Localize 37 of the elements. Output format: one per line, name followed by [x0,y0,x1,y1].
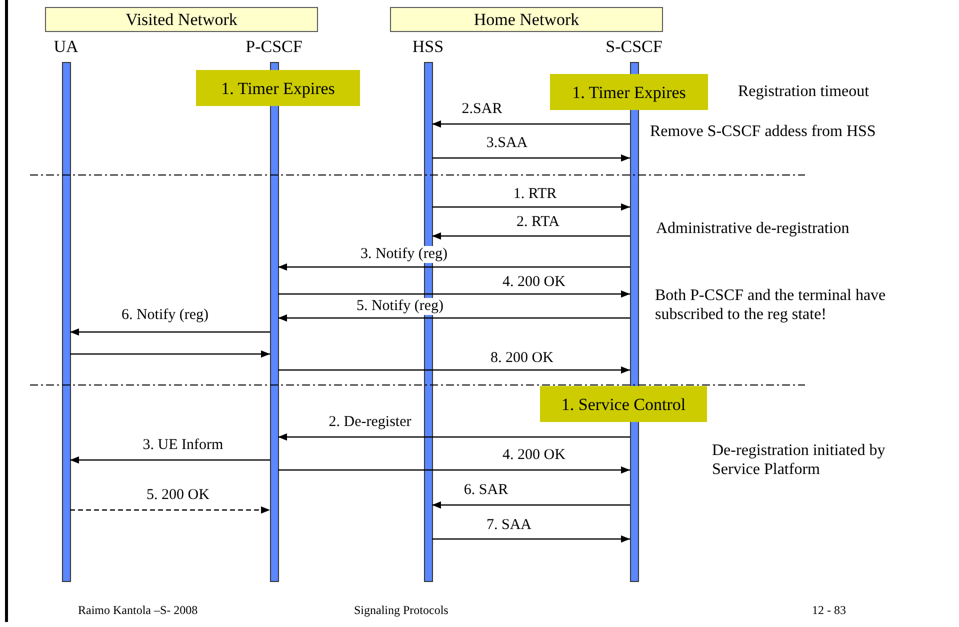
edge-label: 6. Notify (reg) [120,307,210,324]
message-arrow [278,263,630,271]
network-band: Visited Network [45,7,318,32]
edge-label: 3. Notify (reg) [359,246,449,263]
message-arrow [278,366,630,374]
message-arrow [278,433,630,441]
message-arrow [70,328,270,336]
lifeline-name: UA [54,38,78,58]
footer-text: 12 - 83 [812,603,846,617]
edge-label: 5. Notify (reg) [355,298,445,315]
note-text: Both P-CSCF and the terminal have subscribed to the reg state! [655,286,887,324]
message-arrow [432,232,630,240]
message-arrow [432,120,630,128]
footer-text: Raimo Kantola –S- 2008 [78,603,198,617]
event-box: 1. Timer Expires [550,74,708,110]
event-box: 1. Service Control [540,386,707,422]
note-text: Administrative de-registration [656,219,850,238]
message-arrow [70,350,270,358]
lifeline-name: HSS [412,38,444,58]
message-arrow [70,506,270,514]
message-arrow [70,456,270,464]
event-box: 1. Timer Expires [196,70,360,106]
lifeline-name: S-CSCF [606,38,662,58]
edge-label: 2. De-register [328,414,412,431]
message-arrow [278,314,630,322]
footer-text: Signaling Protocols [354,603,448,617]
message-arrow [432,203,630,211]
message-arrow [432,501,630,509]
note-text: Registration timeout [738,82,870,101]
note-text: De-registration initiated by Service Platform [712,441,886,479]
lifeline-name: P-CSCF [246,38,302,58]
network-band: Home Network [390,7,663,32]
message-arrow [278,466,630,474]
message-arrow [432,535,630,543]
message-arrow [278,290,630,298]
message-arrow [432,154,630,162]
note-text: Remove S-CSCF addess from HSS [650,122,876,141]
